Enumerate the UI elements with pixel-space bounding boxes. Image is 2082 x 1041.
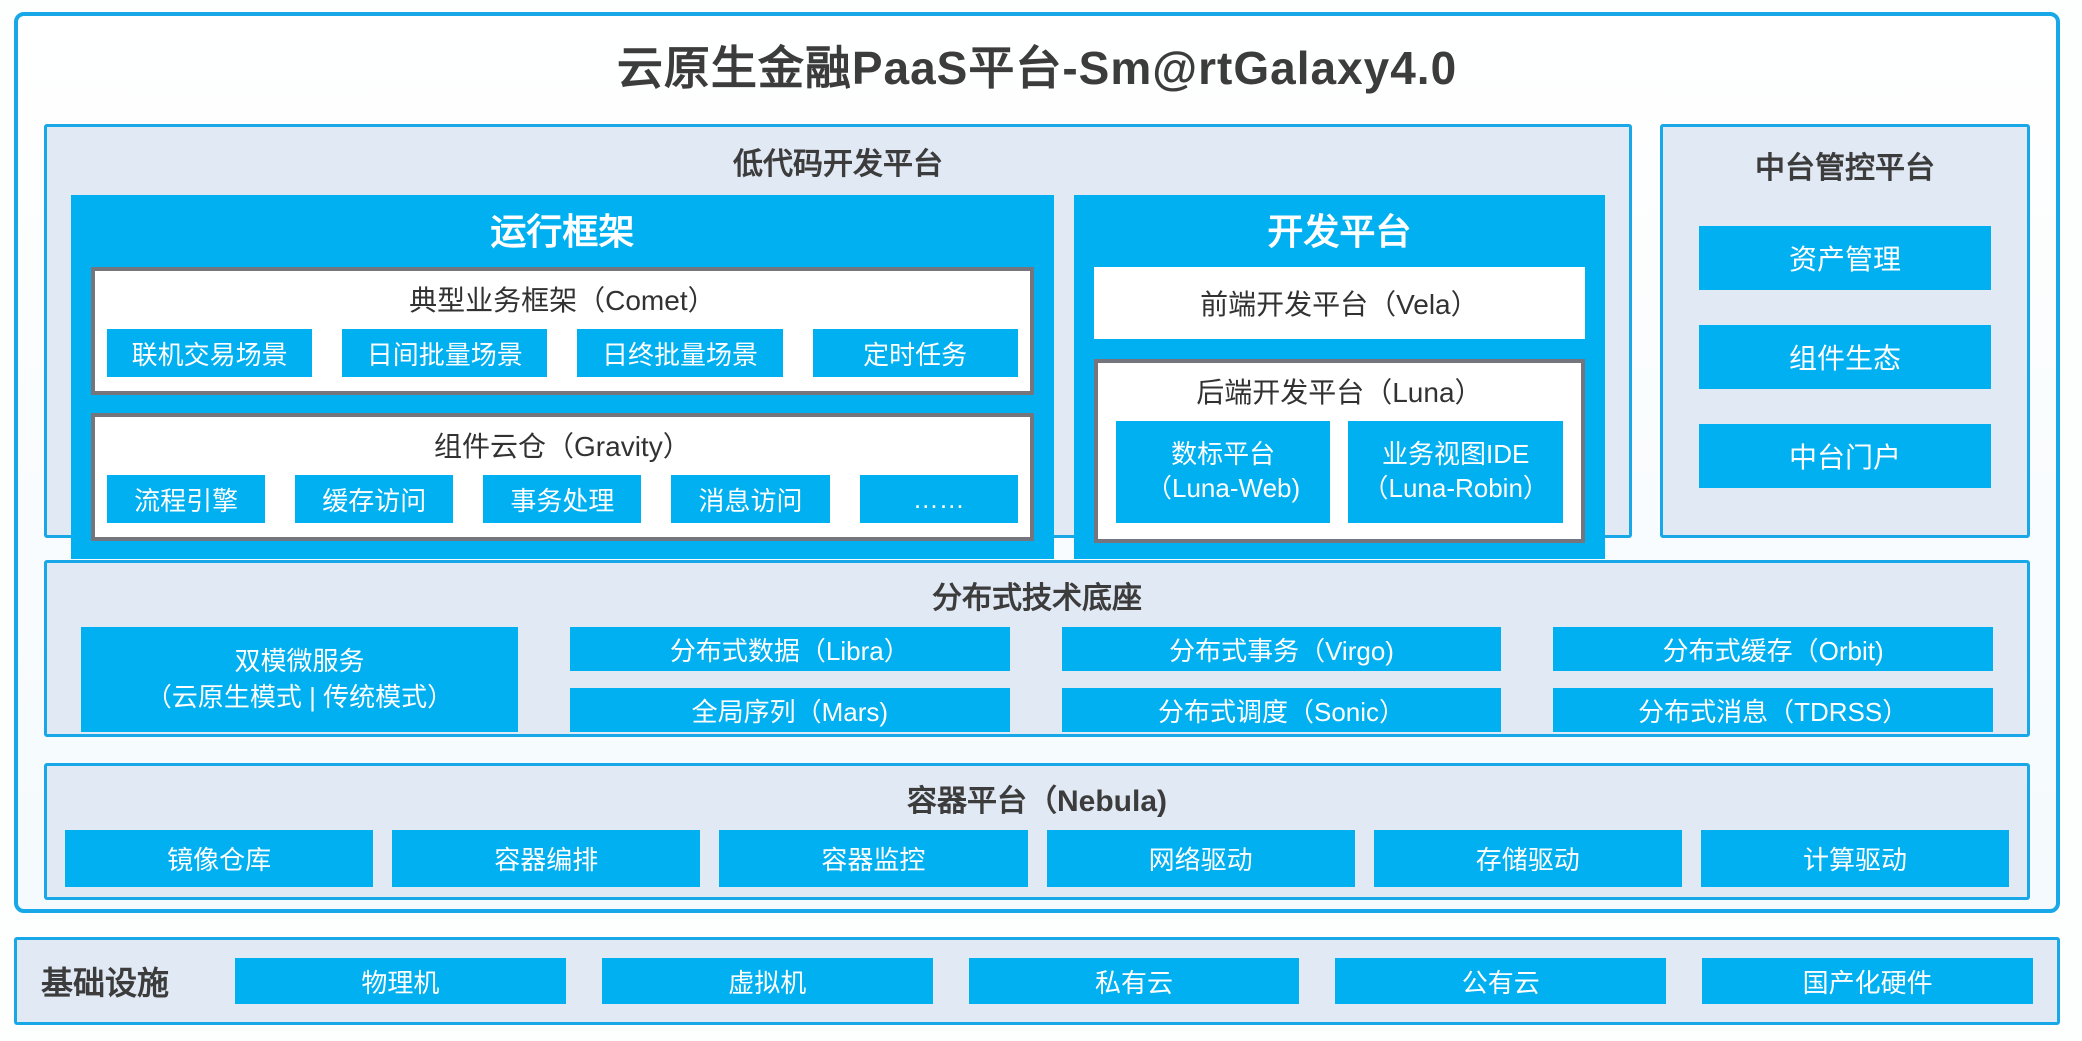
container-platform-title: 容器平台（Nebula) <box>906 785 1167 818</box>
luna-robin-label: 业务视图IDE <box>1382 439 1530 470</box>
process-engine-box: 流程引擎 <box>107 475 266 523</box>
distributed-items: 双模微服务 （云原生模式 | 传统模式） 分布式数据（Libra） 全局序列（M… <box>47 627 2027 732</box>
distributed-column-3: 分布式缓存（Orbit) 分布式消息（TDRSS） <box>1553 627 1994 732</box>
scheduled-task-box: 定时任务 <box>812 329 1018 377</box>
dual-mode-label: 双模微服务 <box>234 646 365 677</box>
mid-platform-title: 中台管控平台 <box>1755 152 1935 185</box>
ellipsis-box: …… <box>859 475 1018 523</box>
luna-robin-sublabel: （Luna-Robin） <box>1362 473 1549 503</box>
distributed-cache-orbit-box: 分布式缓存（Orbit) <box>1553 627 1994 671</box>
distributed-base-title: 分布式技术底座 <box>932 582 1142 615</box>
mid-platform-items: 资产管理 组件生态 中台门户 <box>1663 187 2027 535</box>
container-platform-items: 镜像仓库 容器编排 容器监控 网络驱动 存储驱动 计算驱动 <box>47 830 2027 887</box>
dev-platform-box: 开发平台 前端开发平台（Vela） 后端开发平台（Luna） 数标平台 （Lun… <box>1073 195 1605 559</box>
luna-backend-box: 后端开发平台（Luna） 数标平台 （Luna-Web) 业务视图IDE （Lu… <box>1093 359 1585 543</box>
comet-box: 典型业务框架（Comet） 联机交易场景 日间批量场景 日终批量场景 定时任务 <box>91 267 1034 395</box>
domestic-hardware-box: 国产化硬件 <box>1702 958 2033 1004</box>
gravity-title: 组件云仓（Gravity） <box>434 431 691 462</box>
gravity-items: 流程引擎 缓存访问 事务处理 消息访问 …… <box>107 475 1018 523</box>
distributed-column-1: 分布式数据（Libra） 全局序列（Mars) <box>570 627 1010 732</box>
message-access-box: 消息访问 <box>671 475 830 523</box>
cache-access-box: 缓存访问 <box>295 475 454 523</box>
panel-mid-platform: 中台管控平台 资产管理 组件生态 中台门户 <box>1660 124 2030 538</box>
low-code-body: 运行框架 典型业务框架（Comet） 联机交易场景 日间批量场景 日终批量场景 … <box>71 195 1605 559</box>
image-registry-box: 镜像仓库 <box>65 830 374 887</box>
top-row: 低代码开发平台 运行框架 典型业务框架（Comet） 联机交易场景 日间批量场景… <box>44 124 2030 559</box>
dual-mode-microservice-box: 双模微服务 （云原生模式 | 传统模式） <box>81 627 518 732</box>
dual-mode-sublabel: （云原生模式 | 传统模式） <box>145 681 454 712</box>
distributed-column-2: 分布式事务（Virgo) 分布式调度（Sonic） <box>1061 627 1502 732</box>
panel-container-platform: 容器平台（Nebula) 镜像仓库 容器编排 容器监控 网络驱动 存储驱动 计算… <box>44 763 2030 900</box>
infrastructure-label: 基础设施 <box>41 965 170 1001</box>
container-monitoring-box: 容器监控 <box>719 830 1028 887</box>
eod-batch-scenario-box: 日终批量场景 <box>577 329 783 377</box>
public-cloud-box: 公有云 <box>1335 958 1667 1004</box>
asset-management-box: 资产管理 <box>1699 226 1991 290</box>
private-cloud-box: 私有云 <box>968 958 1300 1004</box>
distributed-transaction-virgo-box: 分布式事务（Virgo) <box>1061 627 1502 671</box>
network-driver-box: 网络驱动 <box>1046 830 1355 887</box>
main-architecture-container: 云原生金融PaaS平台-Sm@rtGalaxy4.0 低代码开发平台 运行框架 … <box>14 12 2060 913</box>
panel-low-code: 低代码开发平台 运行框架 典型业务框架（Comet） 联机交易场景 日间批量场景… <box>44 124 1632 559</box>
global-sequence-mars-box: 全局序列（Mars) <box>570 688 1010 732</box>
luna-web-box: 数标平台 （Luna-Web) <box>1115 421 1331 523</box>
distributed-data-libra-box: 分布式数据（Libra） <box>570 627 1010 671</box>
gravity-box: 组件云仓（Gravity） 流程引擎 缓存访问 事务处理 消息访问 …… <box>91 413 1034 541</box>
midplatform-portal-box: 中台门户 <box>1699 424 1991 488</box>
component-ecosystem-box: 组件生态 <box>1699 325 1991 389</box>
distributed-scheduling-sonic-box: 分布式调度（Sonic） <box>1061 688 1502 732</box>
daytime-batch-scenario-box: 日间批量场景 <box>342 329 548 377</box>
transaction-processing-box: 事务处理 <box>483 475 642 523</box>
container-orchestration-box: 容器编排 <box>392 830 701 887</box>
luna-backend-title: 后端开发平台（Luna） <box>1196 377 1483 408</box>
luna-web-sublabel: （Luna-Web) <box>1146 473 1301 503</box>
panel-infrastructure: 基础设施 物理机 虚拟机 私有云 公有云 国产化硬件 <box>14 937 2060 1025</box>
distributed-message-tdrss-box: 分布式消息（TDRSS） <box>1553 688 1994 732</box>
storage-driver-box: 存储驱动 <box>1373 830 1682 887</box>
luna-items: 数标平台 （Luna-Web) 业务视图IDE （Luna-Robin） <box>1115 421 1564 523</box>
luna-web-label: 数标平台 <box>1171 439 1276 470</box>
online-trading-scenario-box: 联机交易场景 <box>107 329 313 377</box>
virtual-machine-box: 虚拟机 <box>601 958 933 1004</box>
dev-platform-title: 开发平台 <box>1267 211 1412 252</box>
runtime-framework-title: 运行框架 <box>490 211 635 252</box>
physical-machine-box: 物理机 <box>235 958 566 1004</box>
low-code-title: 低代码开发平台 <box>733 148 943 181</box>
compute-driver-box: 计算驱动 <box>1700 830 2010 887</box>
luna-robin-box: 业务视图IDE （Luna-Robin） <box>1348 421 1564 523</box>
comet-items: 联机交易场景 日间批量场景 日终批量场景 定时任务 <box>107 329 1018 377</box>
runtime-framework-box: 运行框架 典型业务框架（Comet） 联机交易场景 日间批量场景 日终批量场景 … <box>71 195 1054 559</box>
panel-distributed-base: 分布式技术底座 双模微服务 （云原生模式 | 传统模式） 分布式数据（Libra… <box>44 560 2030 737</box>
vela-frontend-box: 前端开发平台（Vela） <box>1093 267 1585 339</box>
comet-title: 典型业务框架（Comet） <box>409 285 716 316</box>
page-title: 云原生金融PaaS平台-Sm@rtGalaxy4.0 <box>616 42 1458 94</box>
